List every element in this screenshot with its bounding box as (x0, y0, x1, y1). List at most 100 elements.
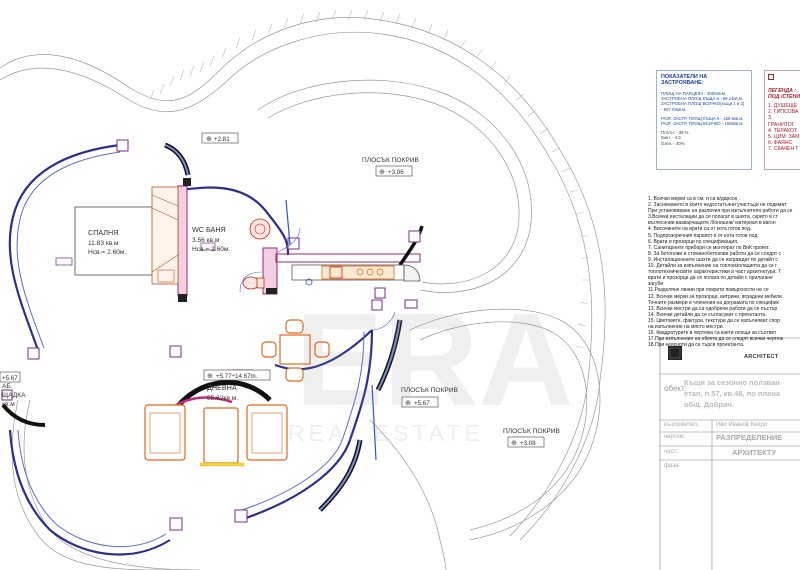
exterior-wall (8, 143, 374, 556)
level-marker: ⊕ +5.67 (401, 396, 439, 408)
note-line: 11.Разделяне линии при покрити повърхнос… (648, 287, 769, 294)
note-line: 6. Врати и прозорци по спецификация. (648, 238, 739, 245)
bedroom-height: Нсв.= 2.60м. (88, 249, 126, 256)
exterior-wall-inner (16, 151, 365, 548)
indicator-line: РАЗГ. ЗАСТР. ПЛОЩ КЪЩА 5 - 159.5кв.м. (661, 115, 744, 121)
note-line: 7. Санитарните прибори се монтират по Ви… (648, 244, 770, 251)
level-roof1: +3.06 (388, 169, 404, 176)
object-line: общ. Добрич. (684, 400, 734, 409)
svg-text:⊕: ⊕ (379, 169, 385, 176)
legend-panel: ЛЕГЕНДА : ПОД /СТЕНИ 1. ДУШЕЩЕ 2. ГИПСОВ… (764, 70, 800, 170)
note-line: 13. Всички мостри да са одобрени работи … (648, 305, 778, 312)
indicator-line: ЗАСТРОЕНА ПЛОЩ КЪЩА 5 - 89.14кв.м. (661, 96, 744, 102)
building-indicators-panel: ПОКАЗАТЕЛИ НА ЗАСТРОЯВАНЕ: ПЛОЩ НА ПАРЦЕ… (656, 70, 752, 170)
note-line: 8. За бетонови и стоманобетонови работи … (648, 250, 782, 257)
legend-item: 3. ГРАНИТОГ (768, 115, 795, 128)
sink (329, 266, 343, 279)
note-line: 18.При неясноти да се търси проектанта. (648, 342, 745, 349)
dining-set (261, 319, 330, 382)
outline-hatch-ticks (149, 9, 590, 349)
title-block: ARCHITECT обект: Къщи за сезонно ползван… (660, 338, 800, 570)
coffee-table (203, 407, 239, 464)
legend-item: 1. ДУШЕЩЕ (768, 102, 798, 109)
wall-stubs (178, 178, 277, 302)
general-notes: 1. Всички мерки са в см. и са в/дарсон .… (648, 196, 800, 348)
flat-roof-3-label: ПЛОСЪК ПОКРИВ (503, 428, 560, 435)
watermark-logo: ERA (295, 286, 574, 433)
level-markers: ⊕ +2.81 ⊕ +3.06 ⊕ +5.77÷14.67m. +5.67 ⊕ … (0, 132, 545, 448)
part-label: част: (664, 449, 678, 455)
legend-item: 7. СКАЧЕН Г (768, 146, 799, 153)
note-line: 4. Височините на врати са от кота готов … (648, 226, 752, 233)
note-line: 2. Заснемането в които недостатъчни учас… (648, 202, 787, 209)
legend-swatch-icon (768, 74, 774, 80)
legend-item: 5. ЦИМ. ЗАМ (768, 134, 800, 140)
object-line: етап, п.57, кв.48, по плана (684, 389, 781, 398)
dining-table (279, 334, 311, 365)
level-top: +2.81 (214, 136, 230, 143)
indicator-line: ПЛОЩ НА ПАРЦЕЛА - 3000кв.м. (661, 91, 727, 96)
armchair-left (144, 404, 186, 461)
stage-label: фаза: (664, 463, 680, 469)
client-label: възложител: (664, 422, 699, 428)
terrace-line-2: ЩАДКА (2, 392, 26, 399)
level-roof2: +5.67 (414, 400, 430, 407)
legend-item: 6. ФАЯНС (768, 140, 793, 147)
kitchen (291, 264, 421, 286)
level-living: +5.77÷14.67m. (216, 373, 258, 380)
title-block-grid (659, 337, 800, 570)
level-left: +5.67 (2, 375, 18, 382)
legend-title: ЛЕГЕНДА : ПОД /СТЕНИ (768, 87, 800, 100)
door-swings (239, 227, 396, 331)
window-marker (55, 257, 73, 266)
wall-piers (1, 139, 421, 531)
indicators-title: ПОКАЗАТЕЛИ НА ЗАСТРОЯВАНЕ: (661, 74, 708, 86)
svg-text:⊕: ⊕ (405, 400, 411, 407)
bathroom-fixtures (200, 218, 271, 290)
firm-logo (668, 346, 682, 360)
lamp-symbol (305, 278, 313, 286)
flat-roof-1-label: ПЛОСЪК ПОКРИВ (362, 157, 419, 164)
bedroom-area: 11.83 кв.м (88, 240, 119, 247)
level-marker: +5.67 (0, 371, 21, 383)
note-line: 9. Инсталационните шахти да се изграждат… (648, 256, 778, 263)
client-name: Иво Иванов Кехри (716, 422, 768, 428)
level-marker-icon: ⊕ (206, 136, 212, 143)
washbasin (249, 218, 271, 240)
indicator-line: РАЗГ. ЗАСТР. ПЛОЩ ВСИЧКО - 1550кв.м. (661, 121, 744, 127)
part-name: АРХИТЕКТУ (732, 448, 777, 457)
living-name: ДНЕВНА (207, 383, 237, 392)
watermark-text: REAL ESTATE (288, 420, 484, 446)
bathroom-area: 3.56 кв.м (192, 237, 220, 244)
level-roof3: +3.08 (520, 440, 536, 447)
watermark: ERA REAL ESTATE (288, 286, 574, 446)
object-label: обект: (664, 384, 687, 393)
site-outline-lines (0, 17, 606, 570)
firm-name: ARCHITECT (744, 354, 779, 360)
note-line: 14. Всички детайли да се съгласуват с пр… (648, 311, 767, 318)
note-line: 15. Цветовете, фактури, текстури да се и… (648, 317, 780, 324)
indicator-line: Кинт. - 4.5 (661, 135, 681, 141)
bedroom (55, 186, 179, 285)
svg-text:⊕: ⊕ (511, 440, 517, 447)
note-line: на изпълнение на място мостри. (648, 323, 724, 330)
note-line: врати и прозорци да се полага по детайл … (648, 275, 773, 282)
legend-item: 2. ГИПСОВА (768, 109, 799, 116)
note-line: 3.Всички инсталации да се полагат в шахт… (648, 214, 778, 221)
armchair-right (246, 404, 288, 461)
flat-roof-2-label: ПЛОСЪК ПОКРИВ (401, 387, 458, 394)
drawing-name: РАЗПРЕДЕЛЕНИЕ (716, 433, 783, 442)
note-line: 1. Всички мерки са в см. и са в/дарсон . (648, 196, 741, 202)
note-line: въглеснови вазварчащите /бонишни/ матери… (648, 220, 776, 227)
indicator-line: ЗАСТРОЕНА ПЛОЩ ВСИЧКО(къщи 1 и 2) (661, 101, 745, 107)
drawing-label: чертеж: (664, 434, 686, 440)
note-line: Точните размери и членения на дограмата … (648, 299, 779, 306)
note-line: 17.При изпълнение на обекта да се следят… (648, 336, 783, 343)
living-area: 55.62кв.м. (207, 395, 238, 402)
curved-glazing (1, 142, 424, 512)
bedroom-name: СПАЛНЯ (88, 228, 118, 237)
level-marker: ⊕ +3.08 (507, 436, 545, 448)
terrace-line-3: кв.м (2, 401, 15, 408)
note-line: 10. Детайли за изпълнение на топлоизолац… (648, 263, 777, 270)
